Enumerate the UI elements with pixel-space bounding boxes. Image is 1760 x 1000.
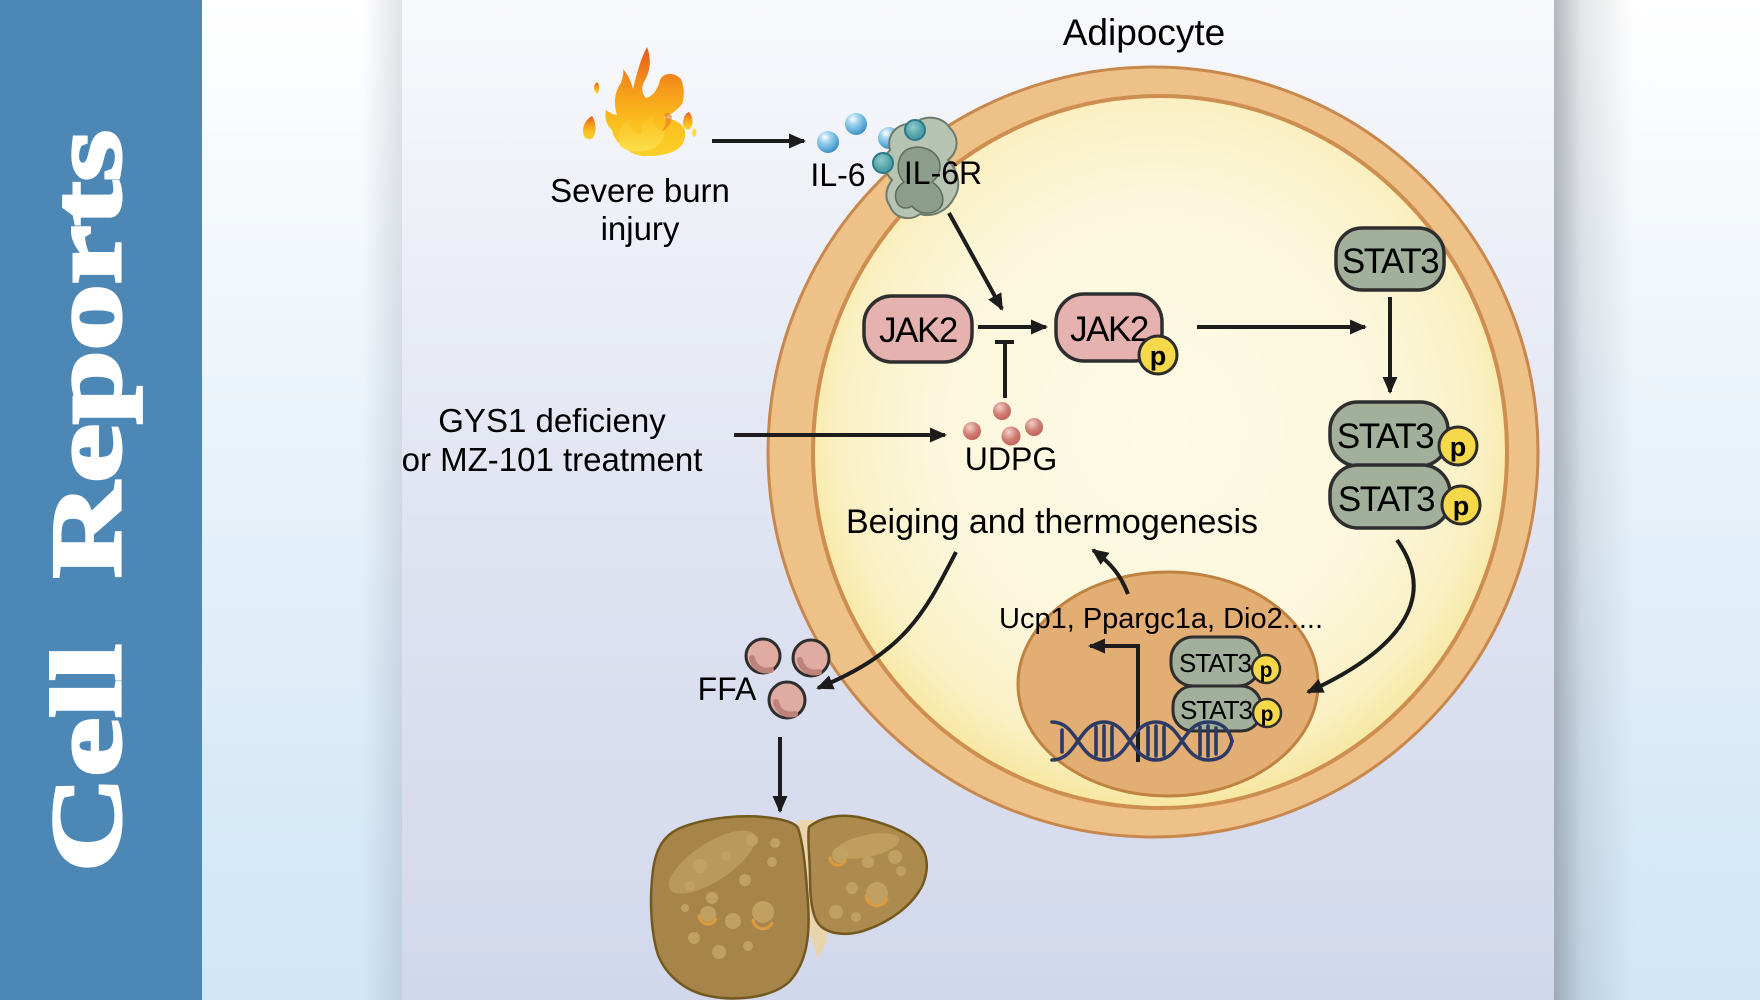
svg-text:Severe burn: Severe burn: [550, 172, 730, 209]
svg-text:p: p: [1261, 703, 1274, 726]
svg-text:p: p: [1450, 432, 1467, 462]
svg-text:IL-6R: IL-6R: [904, 155, 982, 191]
svg-text:p: p: [1260, 659, 1273, 682]
svg-text:JAK2: JAK2: [879, 311, 957, 350]
svg-text:or MZ-101 treatment: or MZ-101 treatment: [402, 441, 703, 478]
svg-text:IL-6: IL-6: [810, 157, 865, 193]
svg-text:Ucp1, Ppargc1a, Dio2.....: Ucp1, Ppargc1a, Dio2.....: [999, 603, 1323, 635]
svg-text:JAK2: JAK2: [1070, 310, 1148, 349]
svg-text:STAT3: STAT3: [1179, 648, 1252, 678]
svg-text:STAT3: STAT3: [1337, 417, 1433, 456]
svg-text:injury: injury: [601, 210, 680, 247]
svg-text:Cell Reports: Cell Reports: [31, 130, 142, 872]
svg-text:STAT3: STAT3: [1338, 480, 1434, 519]
svg-text:UDPG: UDPG: [965, 441, 1057, 477]
svg-text:STAT3: STAT3: [1342, 242, 1438, 281]
svg-text:Beiging and thermogenesis: Beiging and thermogenesis: [846, 503, 1258, 541]
svg-text:GYS1 deficieny: GYS1 deficieny: [438, 402, 666, 439]
svg-text:p: p: [1453, 491, 1470, 521]
svg-text:Adipocyte: Adipocyte: [1063, 12, 1226, 53]
svg-text:p: p: [1150, 341, 1167, 371]
svg-text:STAT3: STAT3: [1180, 695, 1253, 725]
svg-text:FFA: FFA: [698, 671, 757, 707]
